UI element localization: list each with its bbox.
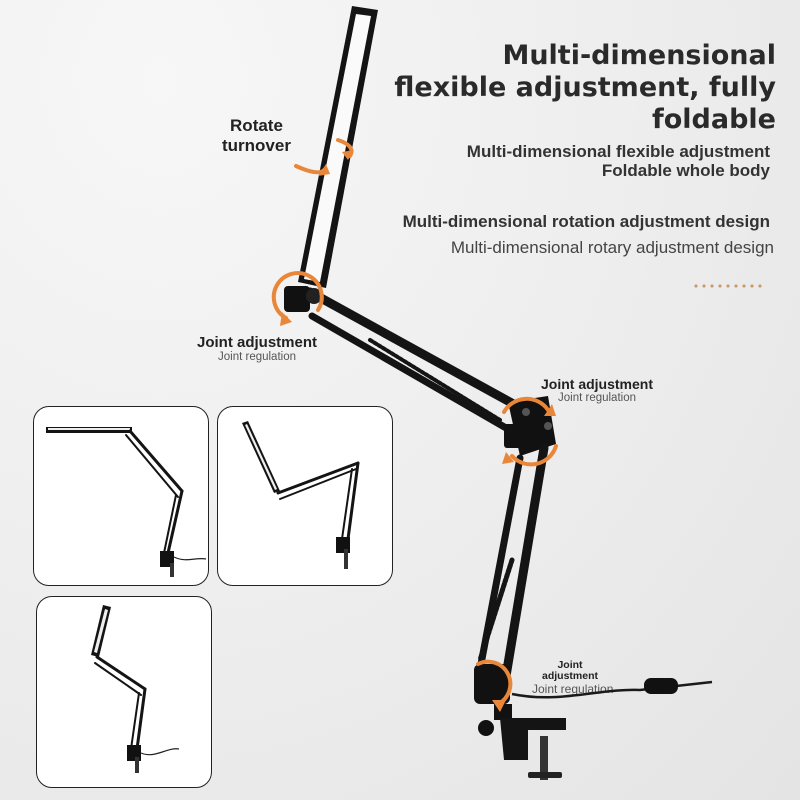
joint-callout-mid: Joint adjustment Joint regulation (528, 376, 666, 404)
joint-callout-mid-label: Joint adjustment (540, 376, 653, 392)
upper-arm (305, 287, 533, 440)
headline-line-1: Multi-dimensional (502, 40, 776, 71)
power-cable (511, 678, 713, 699)
arrow-heads (280, 150, 556, 712)
feature-2-subheading: Multi-dimensional rotary adjustment desi… (450, 238, 774, 257)
top-joint (284, 286, 322, 312)
inset-pose-1-lamp (46, 427, 207, 577)
joint-callout-mid-sub: Joint regulation (558, 392, 636, 404)
feature-1-subheading: Foldable whole body (601, 161, 770, 180)
feature-1-heading: Multi-dimensional flexible adjustment (466, 142, 770, 161)
headline: Multi-dimensional flexible adjustment, f… (356, 40, 776, 136)
joint-callout-bottom-label: Joint adjustment (532, 660, 608, 682)
rotate-callout-line-2: turnover (222, 136, 291, 155)
middle-joint (504, 396, 556, 456)
decorative-dots (692, 284, 764, 288)
inset-pose-2-lamp (242, 421, 360, 569)
base-clamp (474, 664, 566, 780)
inset-pose-1 (33, 406, 209, 586)
inset-pose-3-lamp (91, 605, 180, 773)
inset-pose-3 (36, 596, 212, 788)
light-panel (298, 6, 378, 288)
joint-callout-top-sub: Joint regulation (218, 351, 296, 363)
joint-callout-bottom-label-1: Joint (557, 659, 583, 671)
rotation-arrows (271, 138, 558, 706)
joint-callout-top: Joint adjustment Joint regulation (186, 334, 328, 363)
lower-arm (474, 443, 549, 684)
inset-pose-2 (217, 406, 393, 586)
headline-line-3: foldable (652, 104, 776, 135)
rotate-callout-line-1: Rotate (230, 116, 283, 135)
rotate-callout: Rotate turnover (222, 116, 291, 156)
joint-callout-bottom-label-2: adjustment (541, 670, 598, 682)
joint-callout-top-label: Joint adjustment (196, 334, 317, 351)
headline-line-2: flexible adjustment, fully (394, 72, 776, 103)
feature-2-heading: Multi-dimensional rotation adjustment de… (402, 212, 770, 231)
